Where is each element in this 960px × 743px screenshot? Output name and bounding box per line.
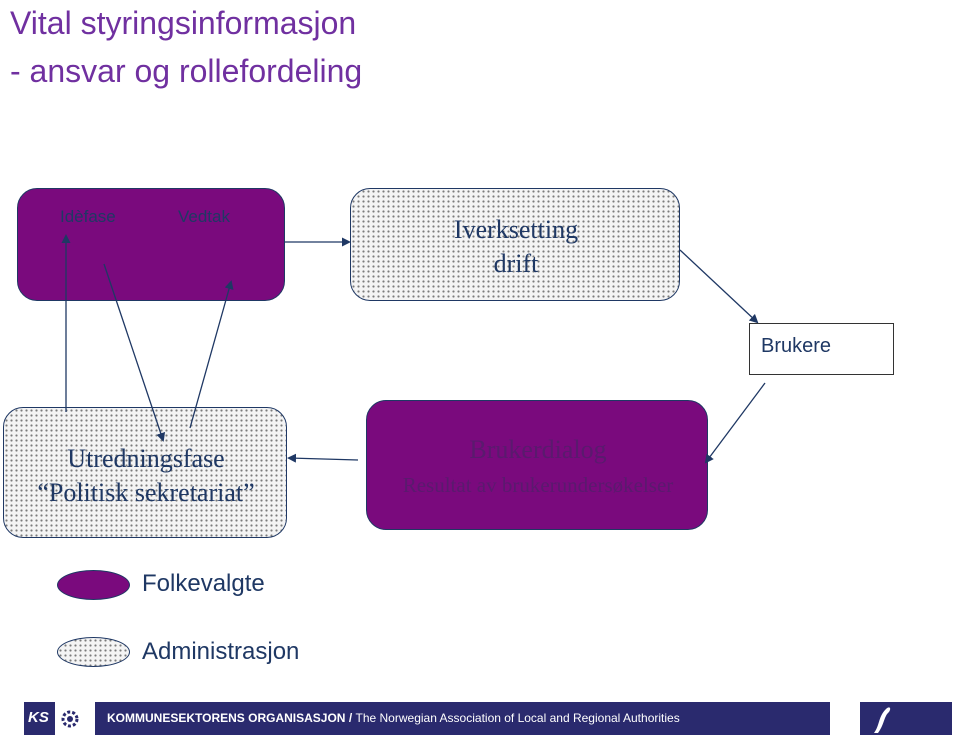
investigation-label: Utredningsfase <box>67 444 225 473</box>
arrow-users-to-dialog <box>704 382 766 464</box>
org-english-name: The Norwegian Association of Local and R… <box>355 711 680 725</box>
footer-org-band: KOMMUNESEKTORENS ORGANISASJON / The Norw… <box>95 702 830 735</box>
emblem-icon <box>61 710 79 728</box>
footer-org-text: KOMMUNESEKTORENS ORGANISASJON / The Norw… <box>107 711 680 725</box>
implementation-label: Iverksetting <box>453 215 579 244</box>
org-separator: / <box>345 711 356 725</box>
legend-administration-label: Administrasjon <box>142 638 300 665</box>
user-dialog-label: Brukerdialog <box>469 435 607 464</box>
decision-label: Vedtak <box>178 207 230 226</box>
org-name: KOMMUNESEKTORENS ORGANISASJON <box>107 711 346 725</box>
arrow-dialog-to-investigation <box>287 453 359 463</box>
footer-bar: KS KOMMUNESEKTORENS ORGANISASJON / The N… <box>0 700 960 737</box>
slide-title: Vital styringsinformasjon - ansvar og ro… <box>10 0 362 94</box>
swoosh-icon <box>874 707 891 733</box>
footer-right-band <box>860 702 952 735</box>
ks-logo-text: KS <box>28 709 49 726</box>
users-box: Brukere <box>749 323 894 375</box>
title-line-1: Vital styringsinformasjon <box>10 5 357 41</box>
users-label: Brukere <box>761 335 832 357</box>
title-line-2: - ansvar og rollefordeling <box>10 53 363 89</box>
operation-label: drift <box>493 249 539 278</box>
idea-decision-box: Idèfase Vedtak <box>17 188 285 301</box>
political-secretariat-label: “Politisk sekretariat” <box>37 478 255 507</box>
user-dialog-box: Brukerdialog Resultat av brukerundersøke… <box>366 400 708 530</box>
arrow-implementation-to-users <box>679 249 759 324</box>
ks-logo: KS <box>24 702 55 735</box>
legend-administration-swatch <box>57 637 130 667</box>
legend-elected-swatch <box>57 570 130 600</box>
idea-phase-label: Idèfase <box>60 207 116 226</box>
legend-elected-label: Folkevalgte <box>142 570 265 597</box>
survey-results-label: Resultat av brukerundersøkelser <box>402 473 674 497</box>
investigation-box: Utredningsfase “Politisk sekretariat” <box>3 407 287 538</box>
implementation-box: Iverksetting drift <box>350 188 680 301</box>
